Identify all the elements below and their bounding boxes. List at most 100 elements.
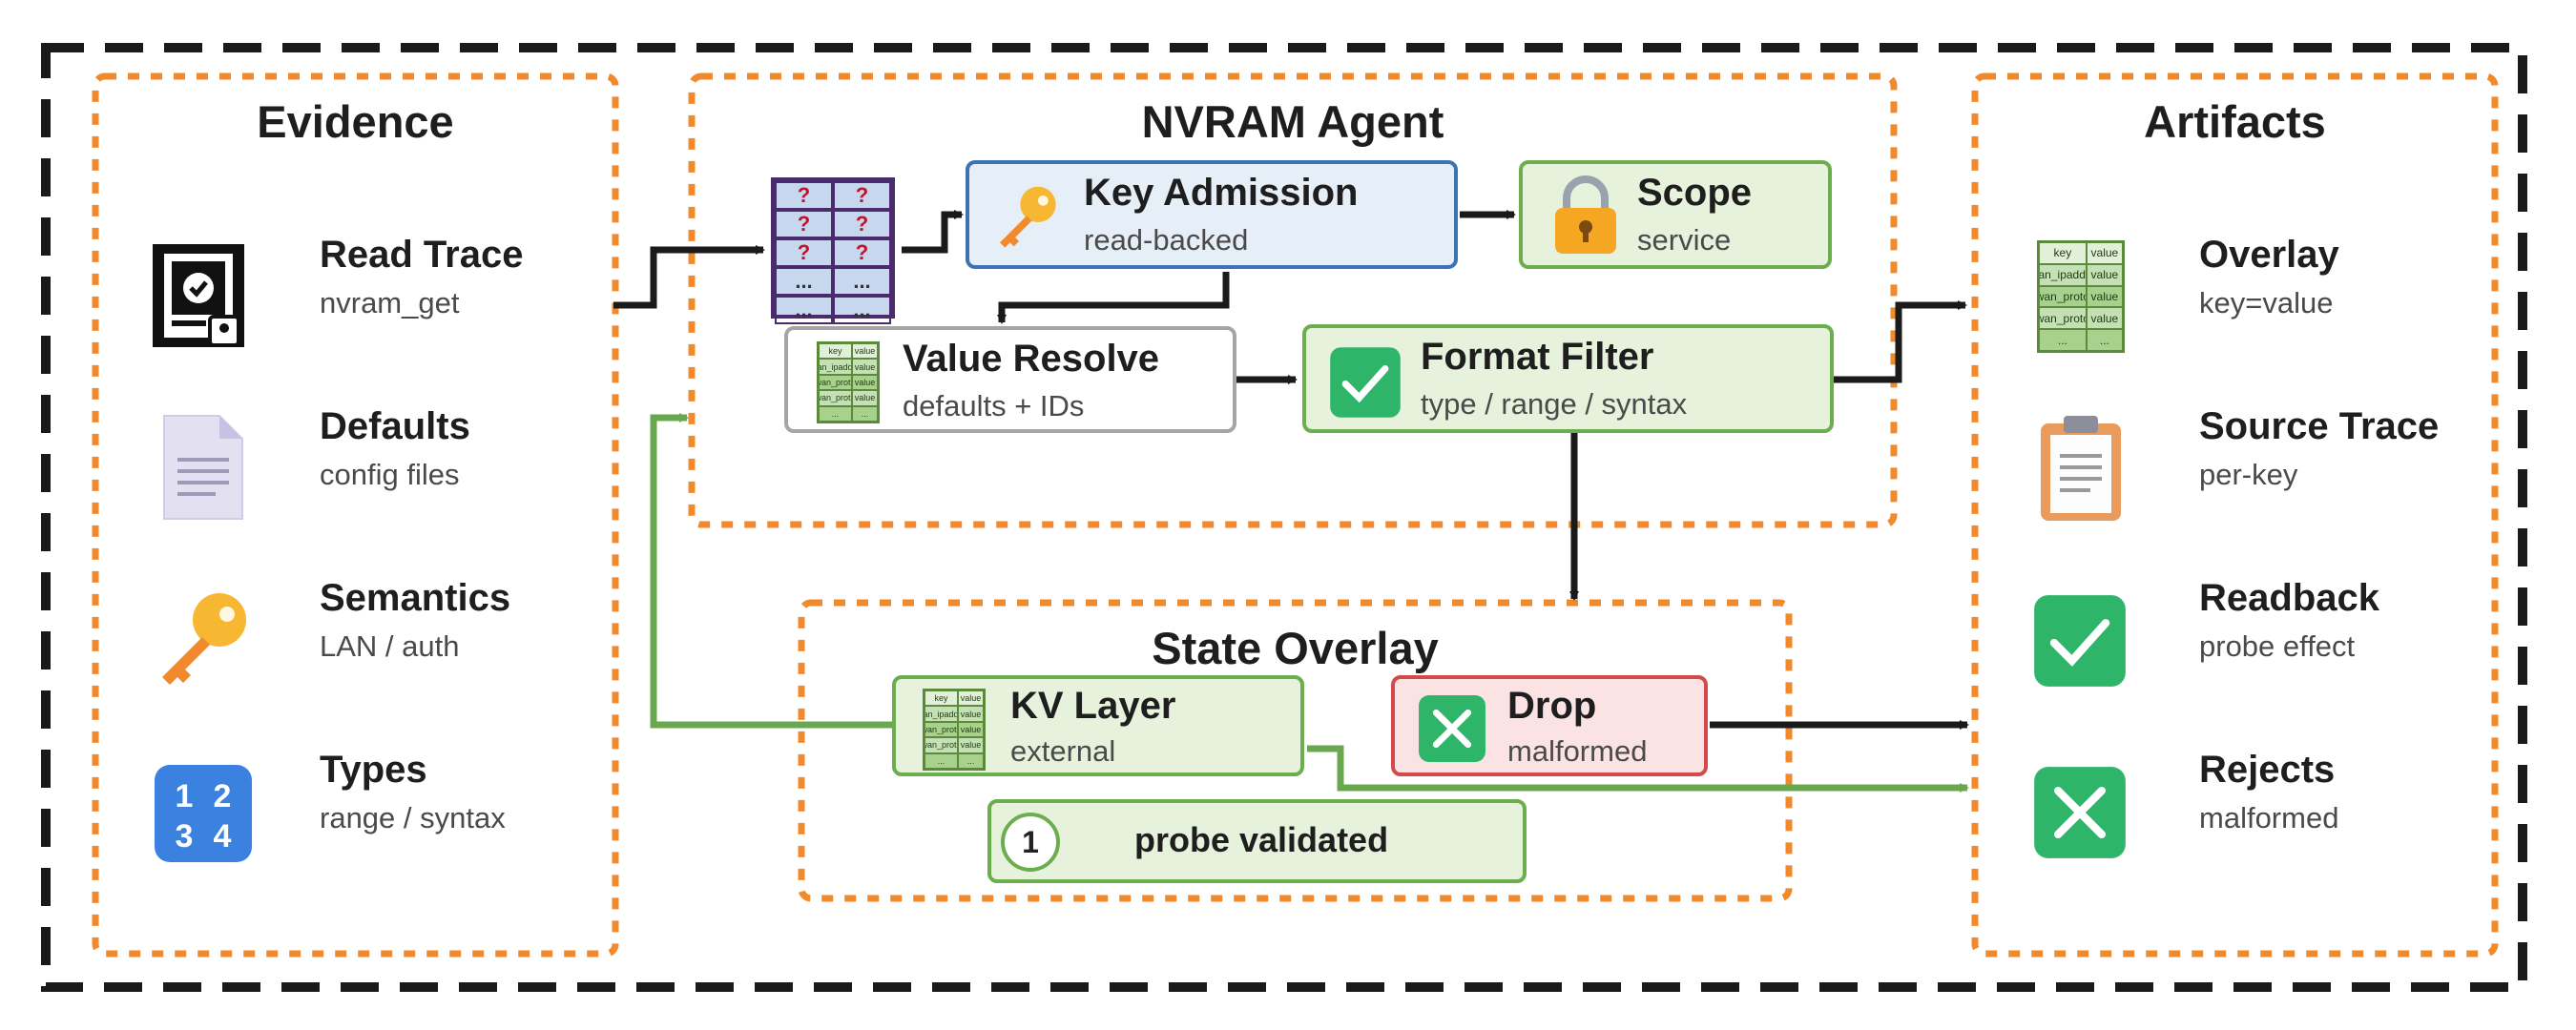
table-icon-cell: key [2039,242,2087,264]
check-icon [2034,595,2126,687]
key-admission-subtitle: read-backed [1084,223,1249,257]
evidence-subtitle: range / syntax [320,801,506,834]
table-icon-cell: ... [958,752,984,769]
arrow-keyadmission-to-valueresolve [997,272,1230,324]
artifact-subtitle: probe effect [2199,629,2356,663]
scope-subtitle: service [1637,223,1732,257]
evidence-subtitle: config files [320,458,460,491]
table-icon-cell: value [2086,263,2123,286]
table-icon-cell: value [958,721,984,738]
key-admission-title: Key Admission [1084,172,1359,214]
unknown-table-cell: ... [775,296,833,324]
table-icon-cell: ... [852,405,878,422]
evidence-title: Defaults [320,405,470,447]
artifact-subtitle: key=value [2199,286,2334,319]
table-icon-cell: wan_proto [924,721,959,738]
evidence-group-border [92,72,619,958]
drop-title: Drop [1507,685,1597,727]
evidence-group-title: Evidence [257,96,454,147]
artifact-subtitle: per-key [2199,458,2298,491]
table-icon-cell: value [2086,242,2123,264]
probe-validated-label: probe validated [1134,820,1389,859]
table-icon-cell: value [852,359,878,375]
table-icon-cell: wan_proto [819,374,853,391]
arrow-kvlayer-to-valueresolve [650,413,892,729]
table-icon-cell: key [819,343,853,360]
evidence-subtitle: LAN / auth [320,629,460,663]
table-icon-cell: lan_ipaddr [819,359,853,375]
file-icon [163,415,243,520]
agent-group-title: NVRAM Agent [1141,96,1444,147]
scope-node: Scope service [1519,160,1832,269]
drop-node: Drop malformed [1391,675,1708,776]
arrow-formatfilter-to-overlay [1832,300,1967,383]
artifacts-group-title: Artifacts [2144,96,2326,147]
value-resolve-node: keyvaluelan_ipaddrvaluewan_protovaluewan… [784,326,1236,433]
trace-document-icon [153,244,244,347]
table-icon-cell: value [852,343,878,360]
overlay-group-border [798,599,1793,902]
table-icon-cell: value [852,374,878,391]
svg-text:2: 2 [214,778,232,814]
artifact-title: Readback [2199,577,2379,619]
table-icon-cell: lan_ipaddr [924,706,959,722]
kv-table-icon: keyvaluelan_ipaddrvaluewan_protovaluewan… [817,341,880,423]
artifact-title: Overlay [2199,234,2339,276]
svg-text:4: 4 [214,818,232,855]
artifact-title: Rejects [2199,749,2336,791]
table-icon-cell: wan_proto [2039,307,2087,330]
step-number-badge: 1 [1001,813,1060,872]
table-icon-cell: ... [2086,329,2123,351]
unknown-table-cell: ? [775,238,833,267]
unknown-table-cell: ? [775,181,833,210]
arrow-kvlayer-to-rejects [1307,745,1969,793]
format-filter-node: Format Filter type / range / syntax [1302,324,1834,433]
agent-group-border [688,72,1898,528]
table-icon-cell: ... [924,752,959,769]
value-resolve-title: Value Resolve [903,338,1160,380]
table-icon-cell: value [958,737,984,753]
table-icon-cell: key [924,690,959,707]
outer-frame [41,43,2527,992]
table-icon-cell: value [2086,285,2123,308]
format-filter-title: Format Filter [1421,336,1654,378]
table-icon-cell: wan_proto [2039,285,2087,308]
unknown-table-cell: ? [775,210,833,238]
unknown-table-cell: ? [833,181,891,210]
unknown-table-cell: ? [833,238,891,267]
key-icon [162,593,246,685]
overlay-group-title: State Overlay [1152,623,1439,673]
table-icon-cell: value [958,706,984,722]
evidence-title: Types [320,749,427,791]
table-icon-cell: value [958,690,984,707]
svg-text:1: 1 [176,778,194,814]
evidence-title: Semantics [320,577,511,619]
table-icon-cell: value [2086,307,2123,330]
unknown-table-cell: ... [833,267,891,296]
numbers-icon: 1 2 3 4 [155,765,252,862]
cross-icon [1419,695,1485,762]
table-icon-cell: wan_proto [924,737,959,753]
artifact-title: Source Trace [2199,405,2440,447]
key-admission-node: Key Admission read-backed [966,160,1458,269]
svg-text:3: 3 [176,818,194,855]
scope-title: Scope [1637,172,1753,214]
table-icon: keyvaluelan_ipaddrvaluewan_protovaluewan… [2037,240,2125,353]
probe-validated-node: 1 probe validated [987,799,1527,883]
table-icon-cell: lan_ipaddr [2039,263,2087,286]
unknown-table-cell: ? [833,210,891,238]
kv-layer-subtitle: external [1010,734,1116,768]
value-resolve-subtitle: defaults + IDs [903,389,1085,422]
lock-icon [1555,175,1616,254]
artifact-subtitle: malformed [2199,801,2339,834]
check-icon [1330,347,1401,418]
table-icon-cell: value [852,390,878,406]
key-icon [1000,186,1056,248]
clipboard-icon [2041,416,2121,521]
evidence-subtitle: nvram_get [320,286,460,319]
unknown-table-cell: ... [833,296,891,324]
unknown-keys-table-icon: ??????............ [771,177,895,324]
artifacts-group-border [1971,72,2499,958]
format-filter-subtitle: type / range / syntax [1421,387,1688,421]
